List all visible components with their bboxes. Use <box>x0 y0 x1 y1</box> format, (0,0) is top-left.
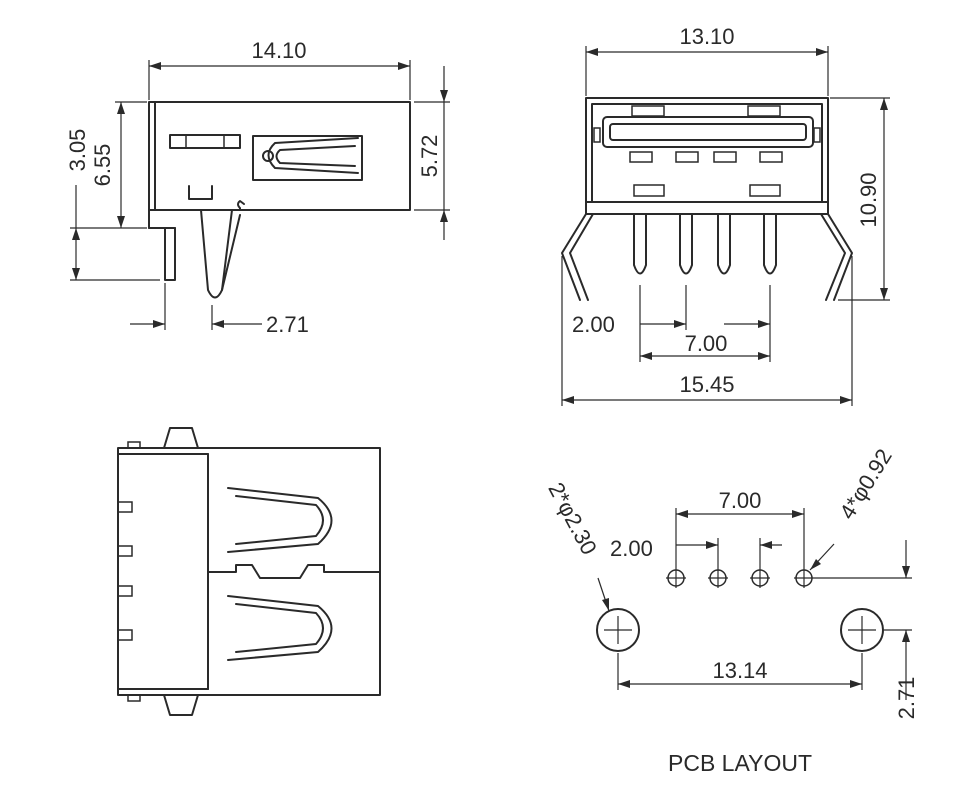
pcb-pitch-label: 2.00 <box>610 536 653 561</box>
pcb-pin-hole-label: 4*φ0.92 <box>834 444 896 523</box>
side-right-height-label: 5.72 <box>417 135 442 178</box>
pin-hole <box>794 568 814 588</box>
front-pitch-label: 2.00 <box>572 312 615 337</box>
pin-hole <box>708 568 728 588</box>
mount-hole <box>840 608 884 652</box>
side-pin-offset-label: 2.71 <box>266 312 309 337</box>
pcb-layout-title: PCB LAYOUT <box>668 750 812 776</box>
side-height-label: 6.55 <box>90 144 115 187</box>
front-span-label: 7.00 <box>685 331 728 356</box>
pcb-span-label: 7.00 <box>719 488 762 513</box>
pcb-row-offset-label: 2.71 <box>894 677 919 720</box>
side-offset-label: 3.05 <box>65 129 90 172</box>
front-height-label: 10.90 <box>856 172 881 227</box>
pcb-layout: 7.00 2.00 13.14 2.71 2*φ2.30 4*φ0.92 PCB… <box>543 444 919 776</box>
side-view: 14.10 6.55 3.05 5.72 2.71 <box>65 38 450 337</box>
mount-hole <box>596 608 640 652</box>
front-view: 13.10 10.90 2.00 7.00 15.45 <box>561 24 890 406</box>
side-width-label: 14.10 <box>251 38 306 63</box>
front-width-label: 13.10 <box>679 24 734 49</box>
pin-hole <box>750 568 770 588</box>
pin-hole <box>666 568 686 588</box>
front-overall-label: 15.45 <box>679 372 734 397</box>
pcb-mount-hole-label: 2*φ2.30 <box>543 478 602 559</box>
pcb-mount-span-label: 13.14 <box>712 658 767 683</box>
top-view <box>117 427 381 716</box>
